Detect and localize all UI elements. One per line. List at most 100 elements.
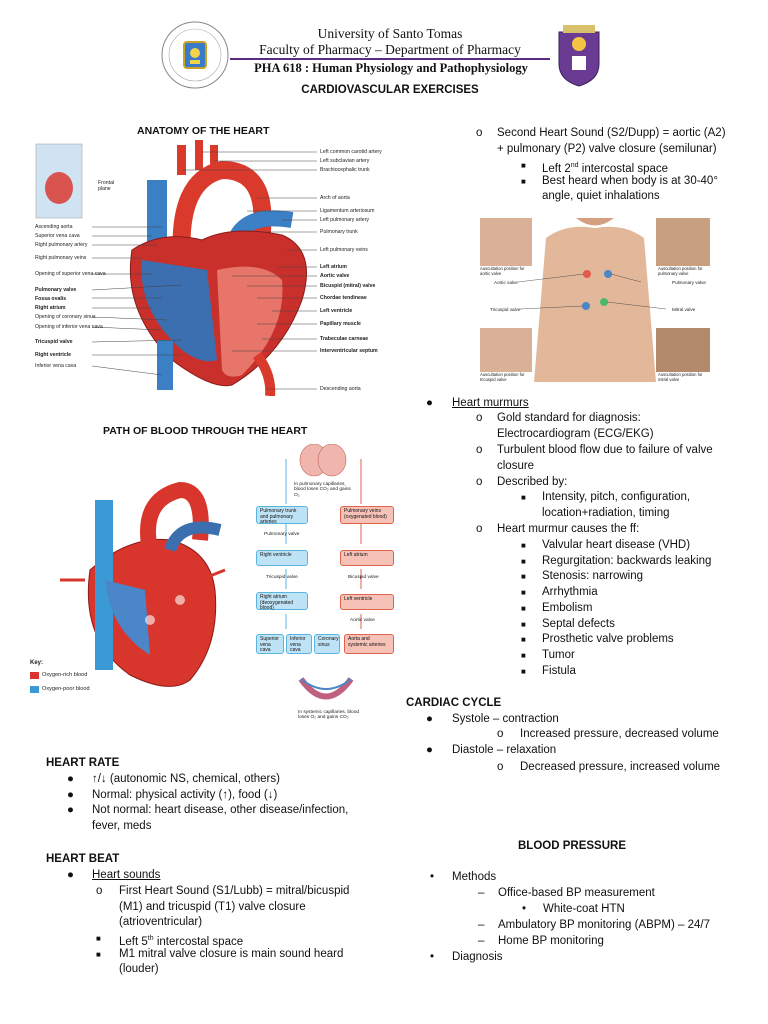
- flow-step-10b: Inferior vena cava: [286, 634, 312, 654]
- ust-seal: [160, 20, 230, 90]
- bullet-square: ■: [521, 493, 526, 502]
- cardiac-cycle-heading: CARDIAC CYCLE: [406, 697, 502, 709]
- bullet-circle: o: [497, 728, 504, 740]
- bullet-circle: o: [476, 127, 483, 139]
- bp-heading: BLOOD PRESSURE: [518, 840, 626, 852]
- bullet-dash: –: [478, 935, 485, 947]
- bp-method-sub: White-coat HTN: [543, 903, 625, 915]
- anatomy-right-label: Bicuspid (mitral) valve: [320, 283, 376, 289]
- flow-step-5: Pulmonary veins (oxygenated blood): [340, 506, 394, 524]
- blood-flow-chart: In pulmonary capillaries, blood loses CO…: [246, 444, 396, 724]
- s1-sub-1-sup: th: [147, 935, 154, 942]
- bullet-dot: ●: [426, 744, 433, 756]
- anatomy-left-label: Superior vena cava: [35, 233, 80, 239]
- flow-pulmonary-valve: Pulmonary valve: [264, 532, 300, 537]
- anatomy-left-label: Tricuspid valve: [35, 339, 73, 345]
- anatomy-right-label: Brachiocephalic trunk: [320, 167, 370, 173]
- s2-sub-1: Left 2nd intercostal space: [542, 158, 668, 177]
- s1-line: (M1) and tricuspid (T1) valve closure: [119, 901, 306, 913]
- flow-step-4: In pulmonary capillaries, blood loses CO…: [294, 482, 351, 498]
- flow-step-9: In systemic capillaries, blood loses O₂ …: [298, 710, 360, 721]
- s2-line: Second Heart Sound (S2/Dupp) = aortic (A…: [497, 127, 726, 139]
- label-tricuspid-valve: Tricuspid valve: [490, 307, 521, 312]
- bullet-square: ■: [521, 604, 526, 613]
- bullet-small-dot: •: [430, 951, 435, 963]
- bp-method: Office-based BP measurement: [498, 887, 655, 899]
- murmurs-causes: Heart murmur causes the ff:: [497, 523, 640, 535]
- bullet-square: ■: [96, 934, 101, 943]
- university-name: University of Santo Tomas: [317, 26, 463, 41]
- s1-sub-2: (louder): [119, 963, 159, 975]
- s2-sub-1-rest: intercostal space: [578, 162, 669, 175]
- murmur-cause: Tumor: [542, 649, 575, 661]
- anatomy-heading: ANATOMY OF THE HEART: [137, 125, 270, 137]
- bullet-square: ■: [521, 651, 526, 660]
- s2-sub-2: Best heard when body is at 30-40°: [542, 175, 718, 187]
- bullet-dash: –: [478, 919, 485, 931]
- anatomy-right-label: Aortic valve: [320, 273, 350, 279]
- bullet-circle: o: [476, 523, 483, 535]
- heart-rate-item: ↑/↓ (autonomic NS, chemical, others): [92, 773, 280, 785]
- bullet-dot: ●: [426, 713, 433, 725]
- flow-bicuspid-valve: Bicuspid valve: [348, 575, 379, 580]
- bullet-square: ■: [521, 161, 526, 170]
- bullet-square: ■: [521, 635, 526, 644]
- murmurs-described: Described by:: [497, 476, 568, 488]
- heart-rate-heading: HEART RATE: [46, 757, 120, 769]
- murmur-cause: Septal defects: [542, 618, 615, 630]
- anatomy-left-label: Opening of superior vena cava: [35, 271, 106, 277]
- bullet-circle: o: [96, 885, 103, 897]
- heart-sounds-label: Heart sounds: [92, 869, 161, 881]
- anatomy-right-label: Arch of aorta: [320, 195, 350, 201]
- bullet-square: ■: [521, 572, 526, 581]
- bullet-square: ■: [521, 588, 526, 597]
- bullet-small-dot: •: [430, 871, 435, 883]
- bp-diagnosis: Diagnosis: [452, 951, 503, 963]
- anatomy-right-label: Chordae tendineae: [320, 295, 367, 301]
- bullet-circle: o: [497, 761, 504, 773]
- anatomy-right-label: Ligamentum arteriosum: [320, 208, 375, 214]
- anatomy-right-label: Papillary muscle: [320, 321, 361, 327]
- label-pulmonary-position: Auscultation position for pulmonary valv…: [658, 266, 703, 276]
- s1-line: (atrioventricular): [119, 916, 203, 928]
- murmurs-gold: Gold standard for diagnosis:: [497, 412, 641, 424]
- label-pulmonary-valve: Pulmonary valve: [672, 280, 706, 285]
- murmurs-desc-item: location+radiation, timing: [542, 507, 670, 519]
- bullet-square: ■: [521, 620, 526, 629]
- systole-label: Systole – contraction: [452, 713, 559, 725]
- flow-step-7: Left ventricle: [340, 594, 394, 610]
- s1-sub-1-rest: intercostal space: [153, 935, 244, 948]
- murmur-cause: Regurgitation: backwards leaking: [542, 555, 712, 567]
- anatomy-right-label: Left subclavian artery: [320, 158, 370, 164]
- page-title: CARDIOVASCULAR EXERCISES: [301, 84, 479, 96]
- murmurs-turbulent: closure: [497, 460, 535, 472]
- heart-rate-item: Not normal: heart disease, other disease…: [92, 804, 349, 816]
- anatomy-right-label: Pulmonary trunk: [320, 229, 358, 235]
- s2-sub-1-text: Left 2: [542, 162, 571, 175]
- heart-beat-heading: HEART BEAT: [46, 853, 120, 865]
- anatomy-right-label: Left atrium: [320, 264, 347, 270]
- anatomy-right-label: Left ventricle: [320, 308, 353, 314]
- anatomy-left-label: Fossa ovalis: [35, 296, 67, 302]
- anatomy-left-label: Right pulmonary veins: [35, 255, 87, 261]
- bp-method: Home BP monitoring: [498, 935, 604, 947]
- anatomy-right-label: Left pulmonary veins: [320, 247, 368, 253]
- murmurs-heading: Heart murmurs: [452, 397, 529, 409]
- murmur-cause: Arrhythmia: [542, 586, 598, 598]
- path-heading: PATH OF BLOOD THROUGH THE HEART: [103, 425, 308, 437]
- anatomy-left-label: Right ventricle: [35, 352, 72, 358]
- bullet-circle: o: [476, 412, 483, 424]
- key-blue-swatch: [30, 686, 39, 693]
- bp-method: Ambulatory BP monitoring (ABPM) – 24/7: [498, 919, 710, 931]
- header-rule: [230, 58, 550, 60]
- label-tricuspid-position: Auscultation position for tricuspid valv…: [480, 372, 525, 382]
- auscultation-figure: Auscultation position for aortic valve A…: [476, 218, 714, 382]
- murmurs-gold: Electrocardiogram (ECG/EKG): [497, 428, 654, 440]
- anatomy-left-label: Right pulmonary artery: [35, 242, 88, 248]
- diastole-label: Diastole – relaxation: [452, 744, 557, 756]
- label-frontal-plane: Frontal plane: [98, 180, 115, 192]
- bullet-dash: –: [478, 887, 485, 899]
- murmur-cause: Stenosis: narrowing: [542, 570, 643, 582]
- anatomy-left-label: Opening of coronary sinus: [35, 314, 96, 320]
- key-red-label: Oxygen-rich blood: [42, 672, 88, 678]
